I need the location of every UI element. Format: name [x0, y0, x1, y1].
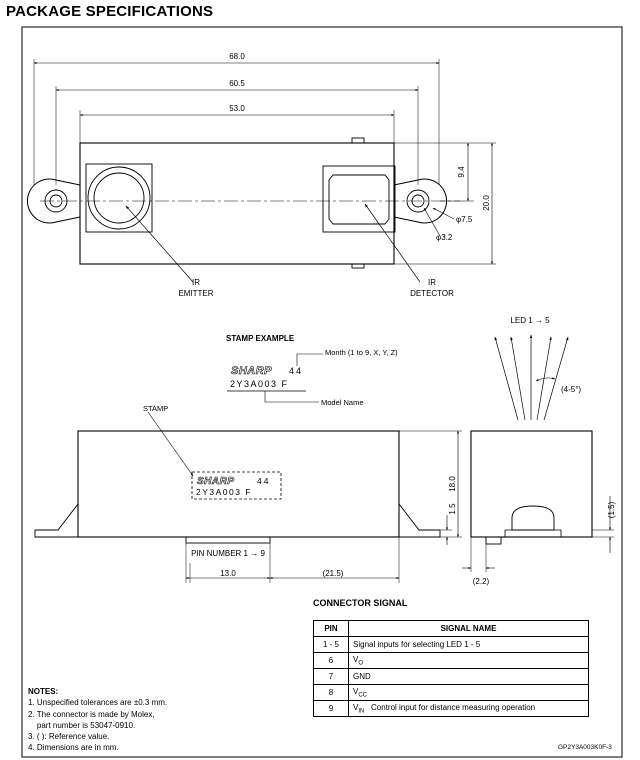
- note-line: 3. ( ): Reference value.: [28, 732, 110, 742]
- dim-flange-dia-label: φ7.5: [456, 215, 473, 224]
- document-code: GP2Y3A003K0F-3: [558, 744, 612, 751]
- signal-cell: VIN Control input for distance measuring…: [348, 700, 589, 717]
- ir-detector-window: [328, 174, 390, 225]
- stamp-example-heading: STAMP EXAMPLE: [226, 334, 295, 343]
- pin-cell: 1 - 5: [313, 636, 349, 653]
- ir-emitter-housing: [85, 163, 153, 233]
- table-header-row: PIN SIGNAL NAME: [313, 620, 589, 637]
- front-right-flange: [398, 503, 441, 538]
- stamp-example-brand: SHARP: [231, 365, 272, 377]
- ir-detector-housing: [322, 165, 396, 233]
- signal-symbol: V: [353, 654, 359, 664]
- front-stamp-brand: SHARP: [197, 476, 235, 487]
- pin-cell: 7: [313, 668, 349, 685]
- connector-signal-title: CONNECTOR SIGNAL: [313, 598, 408, 608]
- beam-angle-label: (4-5°): [561, 385, 581, 394]
- dim-flange-label: 1.5: [448, 503, 457, 515]
- ir-detector-label-2: DETECTOR: [410, 289, 454, 298]
- stamp-example-lot: 44: [289, 366, 303, 376]
- pin-cell: 9: [313, 700, 349, 717]
- stamp-example-model: 2Y3A003 F: [230, 379, 289, 389]
- table-row: 7 GND: [313, 668, 589, 685]
- body-top-tab: [351, 137, 365, 144]
- pin-cell: 8: [313, 684, 349, 701]
- signal-symbol: V: [353, 686, 359, 696]
- notes-heading: NOTES:: [28, 687, 59, 696]
- signal-cell: VCC: [348, 684, 589, 701]
- signal-symbol: V: [353, 702, 359, 712]
- dim-height-label: 20.0: [482, 195, 491, 211]
- signal-desc: Signal inputs for selecting LED 1 - 5: [353, 640, 481, 649]
- notes-block: NOTES: 1. Unspecified tolerances are ±0.…: [28, 686, 167, 754]
- dim-lens-label: (1.5): [607, 501, 616, 518]
- ir-emitter-lens: [87, 166, 151, 230]
- signal-name-header: SIGNAL NAME: [348, 620, 589, 637]
- side-lens: [511, 505, 555, 531]
- dim-front-height-label: 18.0: [448, 476, 457, 492]
- beam-angle-arc: [535, 377, 556, 382]
- dim-connector-label: (2.2): [473, 577, 490, 586]
- signal-cell: Signal inputs for selecting LED 1 - 5: [348, 636, 589, 653]
- stamp-label: STAMP: [143, 404, 168, 413]
- dim-pitch-label: 60.5: [229, 79, 245, 88]
- dim-overall-label: 68.0: [229, 52, 245, 61]
- note-line: part number is 53047-0910.: [28, 720, 136, 730]
- signal-cell: VO: [348, 652, 589, 669]
- led-beam-arrows: [494, 334, 569, 421]
- front-body: [77, 430, 400, 538]
- dim-pin-offset-label: 13.0: [220, 569, 236, 578]
- side-body: [470, 430, 593, 538]
- drawing-frame: [21, 26, 623, 758]
- pin-cell: 6: [313, 652, 349, 669]
- front-stamp-model: 2Y3A003 F: [196, 487, 252, 497]
- front-stamp-box: [191, 471, 282, 500]
- right-mount-hole: [406, 189, 430, 213]
- left-flange: [26, 178, 81, 224]
- signal-cell: GND: [348, 668, 589, 685]
- table-row: 6 VO: [313, 652, 589, 669]
- side-connector: [485, 536, 502, 545]
- pin-number-label: PIN NUMBER 1 → 9: [191, 549, 265, 558]
- model-name-note: Model Name: [321, 398, 364, 407]
- stamp-example: STAMP EXAMPLE SHARP 44 2Y3A003 F Month (…: [226, 334, 398, 407]
- page-title: PACKAGE SPECIFICATIONS: [6, 3, 214, 20]
- month-note: Month (1 to 9, X, Y, Z): [325, 348, 398, 357]
- side-view: [462, 334, 614, 572]
- ir-emitter-label-2: EMITTER: [178, 289, 213, 298]
- ir-detector-label-1: IR: [428, 278, 436, 287]
- note-line: 2. The connector is made by Molex,: [28, 709, 155, 719]
- signal-subscript: O: [358, 660, 364, 667]
- body-outline: [79, 142, 395, 265]
- front-stamp-lot: 44: [257, 476, 270, 486]
- signal-subscript: CC: [358, 692, 368, 699]
- ir-emitter-label-1: IR: [192, 278, 200, 287]
- dim-body-label: 53.0: [229, 104, 245, 113]
- dim-half-height-label: 9.4: [457, 166, 466, 178]
- signal-desc: Control input for distance measuring ope…: [371, 702, 536, 712]
- connector-signal-table: PIN SIGNAL NAME 1 - 5 Signal inputs for …: [313, 620, 589, 717]
- note-line: 1. Unspecified tolerances are ±0.3 mm.: [28, 698, 168, 708]
- body-bottom-tab: [351, 263, 365, 269]
- front-view: [34, 411, 462, 583]
- top-view: [26, 59, 496, 283]
- signal-desc: GND: [353, 672, 371, 681]
- signal-subscript: IN: [358, 708, 365, 715]
- dim-hole-dia-label: φ3.2: [436, 233, 453, 242]
- table-row: 1 - 5 Signal inputs for selecting LED 1 …: [313, 636, 589, 653]
- front-left-flange: [34, 503, 79, 538]
- table-row: 9 VIN Control input for distance measuri…: [313, 700, 589, 717]
- led-label: LED 1 → 5: [510, 316, 550, 325]
- front-connector: [185, 536, 271, 544]
- note-line: 4. Dimensions are in mm.: [28, 743, 119, 753]
- pin-header: PIN: [313, 620, 349, 637]
- table-row: 8 VCC: [313, 684, 589, 701]
- dim-ref-width-label: (21.5): [323, 569, 344, 578]
